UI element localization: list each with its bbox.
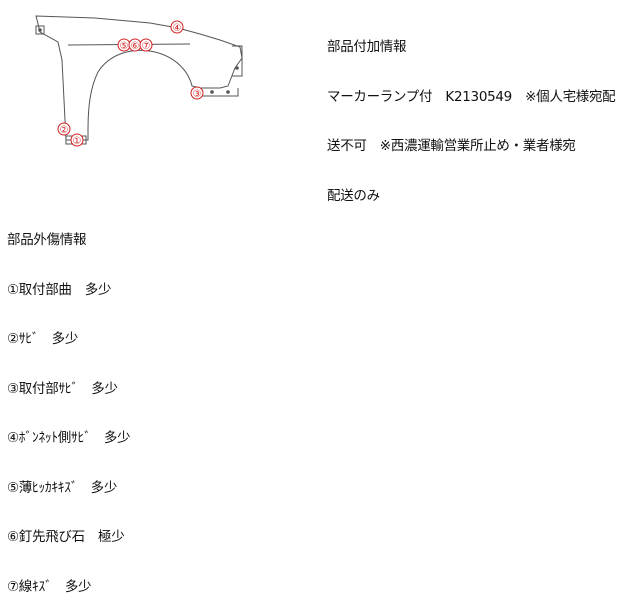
fender-diagram: ④ ⑤ ⑥ ⑦ ③ ② ① — [35, 15, 243, 147]
damage-info-title: 部品外傷情報 — [7, 232, 87, 248]
marker-2-label: ② — [60, 125, 69, 136]
damage-item: ⑤薄ﾋｯｶｷｷｽﾞ 多少 — [7, 479, 118, 496]
marker-6-label: ⑥ — [131, 41, 140, 52]
damage-item: ②ｻﾋﾞ 多少 — [7, 331, 79, 347]
marker-1: ① — [70, 133, 84, 147]
marker-2: ② — [57, 122, 71, 136]
mount-hole-top-left — [38, 28, 42, 32]
parts-info-block: 部品付加情報 マーカーランプ付 K2130549 ※個人宅様宛配 送不可 ※西濃… — [327, 6, 637, 221]
parts-info-title: 部品付加情報 — [327, 39, 407, 55]
mount-tab-top-left — [35, 25, 45, 35]
marker-7: ⑦ — [139, 38, 153, 52]
marker-4-label: ④ — [173, 23, 182, 34]
damage-item: ③取付部ｻﾋﾞ 多少 — [7, 380, 118, 397]
marker-1-label: ① — [73, 136, 82, 147]
damage-info-block: 部品外傷情報 ①取付部曲 多少 ②ｻﾋﾞ 多少 ③取付部ｻﾋﾞ 多少 ④ﾎﾞﾝﾈ… — [7, 199, 247, 612]
mount-hole-rear-a — [210, 90, 214, 94]
marker-5: ⑤ — [117, 38, 131, 52]
mount-hole-rear-b — [226, 90, 230, 94]
mount-bracket-right — [232, 45, 243, 77]
damage-item: ①取付部曲 多少 — [7, 281, 112, 298]
mount-hole-right — [235, 66, 239, 70]
marker-7-label: ⑦ — [142, 41, 151, 52]
parts-info-line: 配送のみ — [327, 187, 380, 204]
damage-item: ⑦線ｷｽﾞ 多少 — [7, 578, 92, 595]
damage-item: ⑥釘先飛び石 極少 — [7, 529, 125, 545]
marker-3: ③ — [190, 86, 204, 100]
fender-outline — [35, 15, 243, 141]
marker-4: ④ — [170, 20, 184, 34]
damage-item: ④ﾎﾞﾝﾈｯﾄ側ｻﾋﾞ 多少 — [7, 430, 131, 446]
marker-6: ⑥ — [128, 38, 142, 52]
parts-info-line: 送不可 ※西濃運輸営業所止め・業者様宛 — [327, 138, 576, 154]
marker-3-label: ③ — [193, 89, 202, 100]
marker-5-label: ⑤ — [120, 41, 129, 52]
parts-info-line: マーカーランプ付 K2130549 ※個人宅様宛配 — [327, 88, 616, 105]
